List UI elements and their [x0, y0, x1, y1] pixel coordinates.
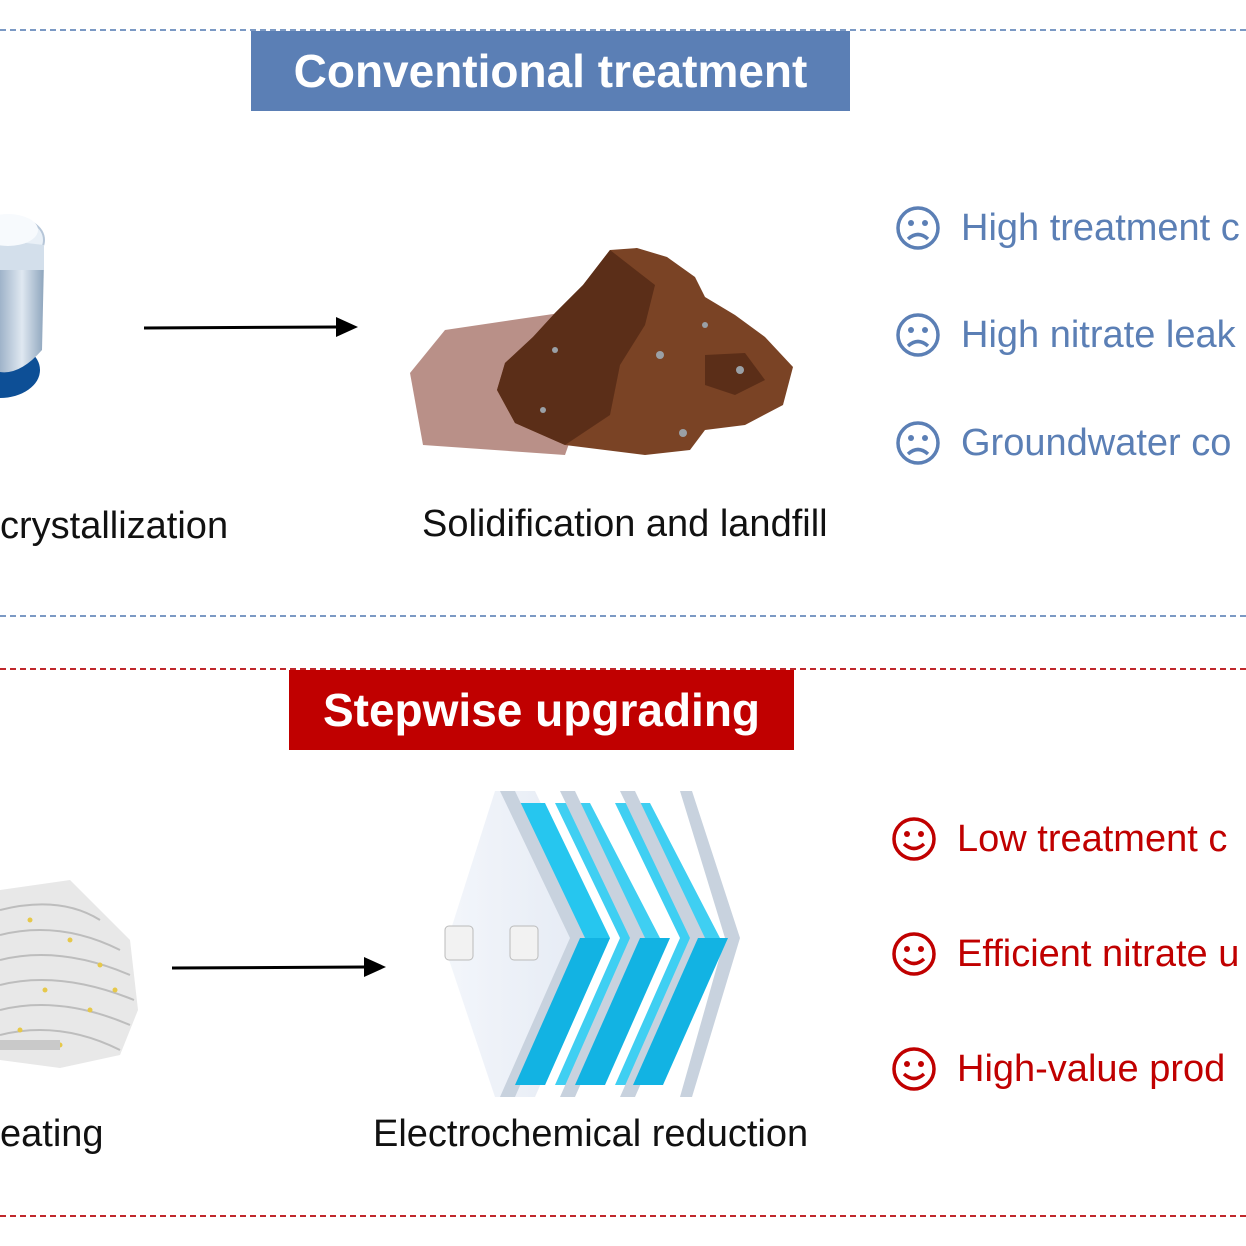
benefit-text: Efficient nitrate u: [957, 932, 1240, 975]
drawback-item: Groundwater co: [895, 420, 1231, 466]
crystallizer-illustration: [0, 214, 45, 398]
arrow-stepwise: [171, 957, 386, 977]
benefit-item: Low treatment c: [891, 816, 1227, 862]
benefit-item: Efficient nitrate u: [891, 931, 1239, 977]
middle-dashed-divider-blue: [0, 615, 1246, 617]
sad-face-icon: [896, 313, 940, 357]
stepwise-step2-label: Electrochemical reduction: [373, 1113, 809, 1155]
drawback-item: High treatment c: [895, 205, 1240, 251]
conventional-title-banner: Conventional treatment: [251, 31, 850, 111]
stepwise-title-banner: Stepwise upgrading: [289, 670, 794, 750]
electrochemical-cell-illustration: [444, 791, 740, 1097]
benefit-text: Low treatment c: [957, 817, 1228, 860]
sad-face-icon: [896, 421, 940, 465]
drawback-text: High treatment c: [961, 206, 1240, 249]
happy-face-icon: [892, 1047, 936, 1091]
arrow-conventional: [143, 317, 358, 337]
stepwise-step1-label: eating: [0, 1113, 104, 1155]
happy-face-icon: [892, 817, 936, 861]
top-dashed-divider: [0, 29, 1246, 31]
middle-dashed-divider-red: [0, 668, 1246, 670]
conventional-step2-label: Solidification and landfill: [422, 503, 828, 545]
drawback-text: Groundwater co: [961, 421, 1232, 464]
benefit-item: High-value prod: [891, 1046, 1225, 1092]
drawback-item: High nitrate leak: [895, 312, 1236, 358]
conventional-title: Conventional treatment: [293, 45, 808, 97]
drawback-text: High nitrate leak: [961, 313, 1236, 356]
sad-face-icon: [896, 206, 940, 250]
landfill-rock-illustration: [410, 248, 793, 455]
benefit-text: High-value prod: [957, 1047, 1226, 1090]
fabric-mesh-illustration: [0, 880, 138, 1068]
bottom-dashed-divider: [0, 1215, 1246, 1217]
stepwise-title: Stepwise upgrading: [322, 684, 761, 736]
happy-face-icon: [892, 932, 936, 976]
conventional-step1-label: crystallization: [0, 505, 229, 547]
